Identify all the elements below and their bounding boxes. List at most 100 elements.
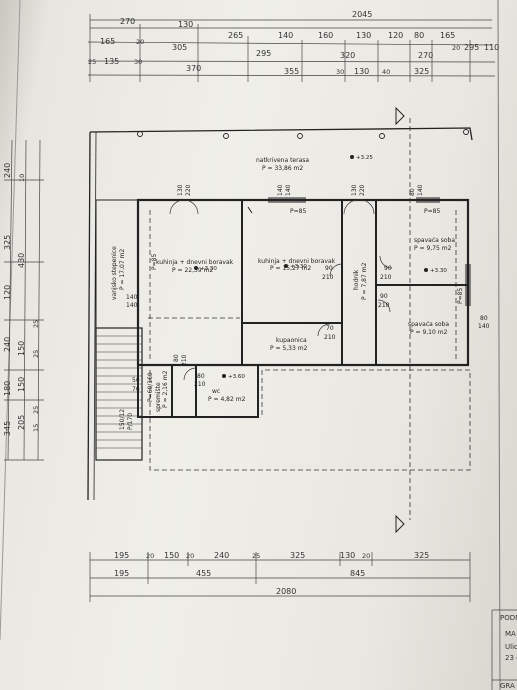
level-markers [194, 155, 428, 378]
title-block-label-3: Ulic [505, 643, 517, 651]
window-k-h: 70 [132, 386, 140, 393]
column-circles [137, 129, 469, 139]
door-a-w: 130 [177, 184, 184, 196]
dim-bot-r1-0: 195 [114, 551, 129, 560]
room-terrace-area: P = 33,86 m2 [262, 165, 303, 172]
room-bed2-area: P = 9,10 m2 [410, 329, 448, 336]
window-k-w: 50 [132, 377, 140, 384]
top-dimension-texts: 2045 270 130 265 140 160 130 120 80 165 … [88, 10, 499, 76]
dim-bot-r1-5: 25 [252, 552, 260, 560]
room-bed1-area: P = 9,75 m2 [414, 245, 452, 252]
dim-bot-r2-2: 845 [350, 569, 365, 578]
dim-top-r3-7: 40 [382, 68, 390, 76]
dim-bot-r1-3: 20 [186, 552, 194, 560]
window-marks [247, 197, 471, 306]
door-f-h: 210 [380, 274, 392, 281]
door-e-w: 90 [325, 265, 333, 272]
title-block-label-1: PODN [500, 614, 517, 622]
dim-top-r3-5: 30 [336, 68, 344, 76]
room-bed2-name: spavaća soba [408, 321, 449, 328]
dim-bot-total: 2080 [276, 587, 296, 596]
dim-top-r2-8: 110 [484, 43, 499, 52]
dim-top-r3-4: 355 [284, 67, 299, 76]
door-i-w: 80 [173, 354, 180, 362]
left-dimension-lines [4, 139, 44, 461]
room-terrace-name: natkrivena terasa [256, 157, 309, 164]
title-block-label-5: GRA [500, 682, 515, 690]
window-l-w: 80 [480, 315, 488, 322]
window-p85-b: P=85 [424, 208, 440, 215]
dim-top-r2-1: 20 [136, 38, 144, 46]
door-i-h: 210 [181, 354, 188, 366]
room-kitchen2-name: kuhinja + dnevni boravak [258, 258, 336, 265]
plan-walls [87, 127, 473, 501]
title-block-label-2: MA [505, 630, 516, 638]
door-a-h: 220 [185, 184, 192, 196]
door-e-h: 210 [322, 274, 334, 281]
dim-top-r2-0: 165 [100, 37, 115, 46]
door-j-w: 80 [197, 373, 205, 380]
room-hall-name: hodnik [353, 269, 360, 290]
dim-top-r3-6: 130 [354, 67, 369, 76]
level-kitchen2: +3.30 [290, 264, 307, 270]
dim-top-r3-3: 370 [186, 64, 201, 73]
title-block: PODN MA Ulic 23 4 GRA [500, 614, 517, 690]
dim-top-r2-3: 295 [256, 49, 271, 58]
dim-top-r2-6: 20 [452, 44, 460, 52]
stair-treads [96, 335, 142, 449]
dim-top-r1-0: 270 [120, 17, 135, 26]
room-wc-name: wc [212, 388, 220, 395]
door-swings [169, 199, 393, 381]
dim-bot-r1-9: 325 [414, 551, 429, 560]
dim-bot-r2-0: 195 [114, 569, 129, 578]
dim-left-2: 325 [3, 235, 12, 250]
dim-top-r1-6: 120 [388, 31, 403, 40]
section-markers [395, 106, 405, 534]
dim-left-10: 150 [17, 377, 26, 392]
dim-top-r2-4: 320 [340, 51, 355, 60]
room-bath-area: P = 5,33 m2 [270, 345, 308, 352]
dim-top-r1-8: 165 [440, 31, 455, 40]
left-dimension-texts: 240 10 325 430 120 25 240 150 25 180 150… [3, 163, 40, 436]
dim-left-3: 430 [17, 253, 26, 268]
sheet-edge-right [497, 0, 501, 690]
window-m: P=60/160 [147, 372, 154, 402]
dim-bot-r1-7: 130 [340, 551, 355, 560]
dim-top-r1-7: 80 [414, 31, 424, 40]
opening-left-h: 140 [126, 302, 138, 309]
dim-left-12: 205 [17, 415, 26, 430]
top-dimension-lines [87, 14, 496, 82]
room-bath-name: kupaonica [276, 337, 307, 344]
dim-top-r3-1: 135 [104, 57, 119, 66]
door-d-h: 140 [417, 184, 424, 196]
dim-top-r3-8: 325 [414, 67, 429, 76]
window-l-h: 140 [478, 323, 490, 330]
door-labels: 130 220 140 140 130 220 80 140 P=85 P=85… [119, 184, 490, 430]
dim-left-5: 25 [32, 320, 40, 328]
room-ostava-area: P = 2,16 m2 [162, 370, 169, 408]
door-g-h: 210 [378, 302, 390, 309]
window-n-b: P/170 [127, 413, 134, 430]
dim-top-r2-5: 270 [418, 51, 433, 60]
dim-left-6: 240 [3, 337, 12, 352]
room-labels: natkrivena terasa P = 33,86 m2 +3.25 van… [111, 155, 455, 412]
dim-top-r3-2: 30 [134, 58, 142, 66]
dim-left-4: 120 [3, 285, 12, 300]
room-wc-area: P = 4,82 m2 [208, 396, 246, 403]
dim-top-r1-1: 130 [178, 20, 193, 29]
room-stairs-name: vanjsko stepenice [111, 246, 118, 300]
dim-top-r2-7: 295 [464, 43, 479, 52]
door-h-w: 70 [326, 325, 334, 332]
door-b-w: 140 [277, 184, 284, 196]
dim-top-r2-2: 305 [172, 43, 187, 52]
dim-top-r1-5: 130 [356, 31, 371, 40]
dim-bot-r1-2: 150 [164, 551, 179, 560]
room-kitchen2-area: P = 15,27 m2 [270, 265, 311, 272]
door-c-w: 130 [351, 184, 358, 196]
dim-left-0: 240 [3, 163, 12, 178]
title-block-label-4: 23 4 [505, 654, 517, 662]
dim-top-r3-0: 25 [88, 58, 96, 66]
room-ostava-name: spremište [155, 382, 162, 412]
